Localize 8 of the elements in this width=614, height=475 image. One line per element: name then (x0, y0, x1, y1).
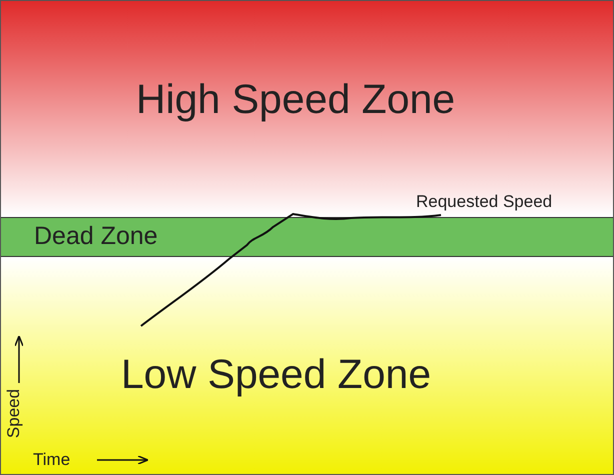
zone-label: Dead Zone (34, 224, 158, 249)
axis-label: Time (33, 451, 70, 468)
low-speed-band (1, 257, 613, 474)
zone-label: High Speed Zone (136, 79, 456, 120)
axis-label: Speed (5, 388, 22, 438)
dead-zone-band (1, 217, 613, 257)
line-label: Requested Speed (416, 193, 552, 210)
zone-label: Low Speed Zone (121, 354, 432, 395)
